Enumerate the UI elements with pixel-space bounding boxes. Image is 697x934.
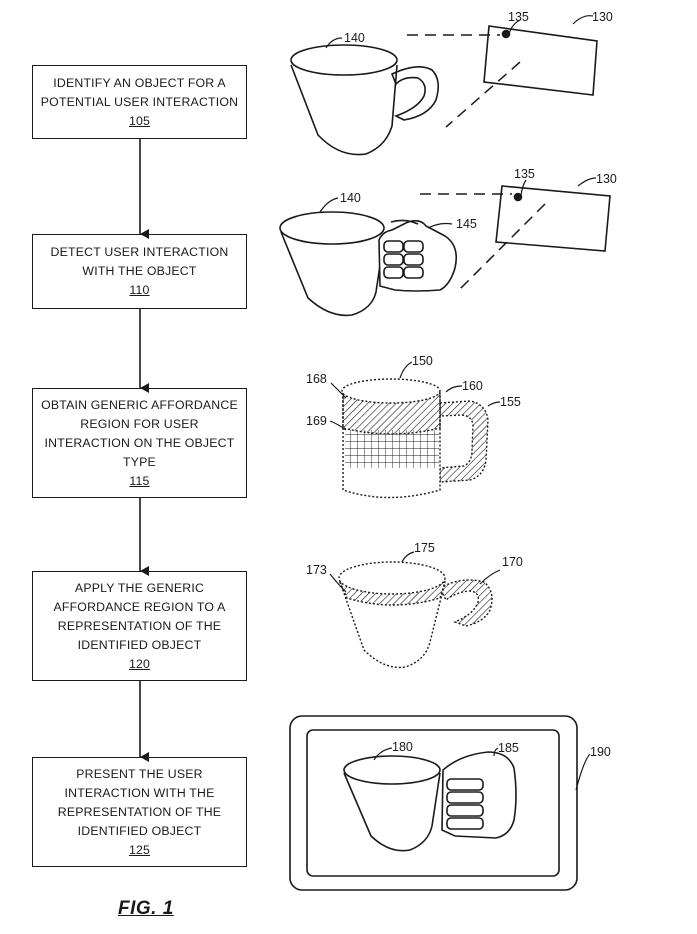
- leader-lines-5: [373, 747, 591, 791]
- step-text-line: REPRESENTATION OF THE: [57, 804, 222, 819]
- step-ref-number: 105: [128, 113, 151, 128]
- leader-lines-3: [329, 361, 501, 431]
- camera-illustration-1: [483, 25, 598, 96]
- display-device-190: [289, 715, 578, 891]
- label-140: 140: [344, 31, 365, 45]
- leader-lines-2: [319, 177, 597, 229]
- step-ref-number: 115: [129, 473, 150, 488]
- step-box-120: APPLY THE GENERIC AFFORDANCE REGION TO A…: [32, 571, 247, 681]
- step-box-125: PRESENT THE USER INTERACTION WITH THE RE…: [32, 757, 247, 867]
- hand-illustration-2: [378, 219, 458, 292]
- step-text-line: REGION FOR USER: [80, 416, 199, 431]
- camera-illustration-2: [495, 185, 611, 252]
- label-130: 130: [596, 172, 617, 186]
- cup-illustration-4: [338, 561, 493, 669]
- step-text-line: PRESENT THE USER: [76, 766, 203, 781]
- leader-lines-1: [325, 15, 594, 49]
- label-155: 155: [500, 395, 521, 409]
- label-150: 150: [412, 354, 433, 368]
- label-180: 180: [392, 740, 413, 754]
- cup-illustration-1: [290, 44, 440, 156]
- label-190: 190: [590, 745, 611, 759]
- display-cup-180: [343, 755, 441, 852]
- label-170: 170: [502, 555, 523, 569]
- label-140: 140: [340, 191, 361, 205]
- step-text-line: IDENTIFY AN OBJECT FOR A: [53, 75, 226, 90]
- step-ref-number: 125: [128, 842, 151, 857]
- step-ref-number: 110: [129, 283, 150, 297]
- step-text-line: POTENTIAL USER INTERACTION: [40, 94, 239, 109]
- step-box-105: IDENTIFY AN OBJECT FOR A POTENTIAL USER …: [32, 65, 247, 139]
- label-175: 175: [414, 541, 435, 555]
- label-135: 135: [514, 167, 535, 181]
- camera-view-lines-2: [420, 193, 546, 291]
- step-text-line: AFFORDANCE REGION TO A: [53, 599, 226, 614]
- leader-lines-4: [329, 551, 501, 593]
- label-169: 169: [306, 414, 327, 428]
- step-box-110: DETECT USER INTERACTION WITH THE OBJECT …: [32, 234, 247, 309]
- step-text-line: DETECT USER INTERACTION: [50, 245, 229, 259]
- step-text-line: REPRESENTATION OF THE: [57, 618, 222, 633]
- figure-label: FIG. 1: [118, 898, 174, 919]
- mug-illustration-3: [341, 378, 489, 499]
- step-box-115: OBTAIN GENERIC AFFORDANCE REGION FOR USE…: [32, 388, 247, 498]
- step-text-line: INTERACTION ON THE OBJECT: [44, 435, 235, 450]
- step-text-line: TYPE: [123, 454, 156, 469]
- cup-illustration-2: [279, 211, 386, 317]
- display-hand-185: [441, 751, 517, 839]
- label-160: 160: [462, 379, 483, 393]
- step-text-line: IDENTIFIED OBJECT: [77, 637, 202, 652]
- step-text-line: INTERACTION WITH THE: [64, 785, 215, 800]
- camera-view-lines-1: [407, 34, 521, 128]
- step-ref-number: 120: [128, 656, 151, 671]
- label-145: 145: [456, 217, 477, 231]
- label-185: 185: [498, 741, 519, 755]
- label-168: 168: [306, 372, 327, 386]
- label-130: 130: [592, 10, 613, 24]
- step-text-line: WITH THE OBJECT: [82, 264, 197, 278]
- step-text-line: APPLY THE GENERIC: [74, 580, 205, 595]
- step-text-line: OBTAIN GENERIC AFFORDANCE: [41, 397, 238, 412]
- label-135: 135: [508, 10, 529, 24]
- label-173: 173: [306, 563, 327, 577]
- step-text-line: IDENTIFIED OBJECT: [77, 823, 202, 838]
